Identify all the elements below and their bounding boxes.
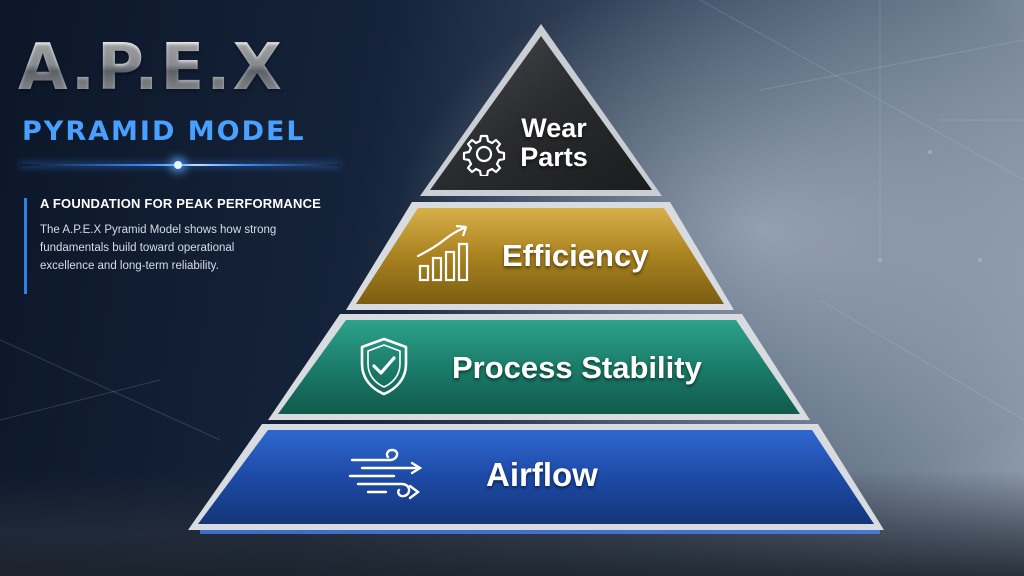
tier-wear-parts-label: Wear Parts [514, 114, 594, 172]
tier-process-stability [268, 314, 810, 420]
shield-check-icon [360, 337, 408, 396]
tier-wear-parts [420, 24, 662, 196]
description-accent-bar [24, 198, 27, 294]
tier-airflow-label: Airflow [486, 456, 598, 493]
brand-subtitle: PYRAMID MODEL [22, 116, 306, 147]
description-body: The A.P.E.X Pyramid Model shows how stro… [40, 224, 277, 272]
description-heading: A FOUNDATION FOR PEAK PERFORMANCE [40, 196, 322, 211]
tier-wear-parts-label-line2: Parts [520, 142, 588, 172]
tier-airflow [188, 424, 884, 530]
tier-wear-parts-label-line1: Wear [521, 113, 587, 143]
brand-title: A.P.E.X [18, 31, 284, 105]
tier-efficiency-label: Efficiency [502, 238, 649, 273]
base-glow [200, 530, 880, 534]
wind-icon [348, 448, 423, 500]
tier-process-stability-label: Process Stability [452, 350, 702, 385]
gear-icon [462, 134, 506, 176]
divider-glow-dot [174, 161, 182, 169]
growth-chart-icon [416, 224, 469, 282]
